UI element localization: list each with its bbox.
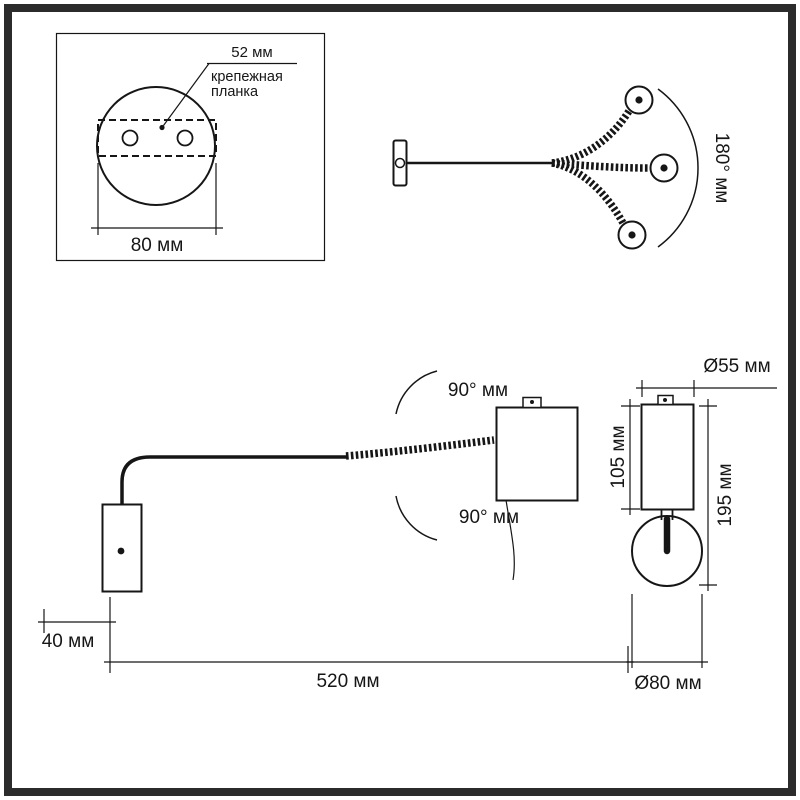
flex-arm-down	[551, 159, 627, 225]
tilt-arc-down	[395, 495, 438, 541]
arm-tube	[120, 455, 348, 504]
arm-flex-coil	[345, 436, 495, 460]
bracket-note-line2: планка	[211, 84, 259, 100]
shade-diameter-label: Ø80 мм	[634, 673, 701, 694]
head-switch-dot	[117, 547, 125, 555]
front-view: Ø55 мм 105 мм 195 мм Ø80 мм	[608, 356, 777, 694]
rotation-range-label: 180° мм	[711, 133, 732, 204]
plate-box	[55, 32, 326, 262]
head-depth-label: 40 мм	[42, 631, 95, 652]
body-side	[495, 406, 579, 502]
leader-line	[163, 63, 210, 126]
hole-spacing-label: 52 мм	[231, 44, 272, 61]
body-switch-dot	[530, 400, 534, 404]
side-view: 90° мм 90° мм 40 мм 520 мм	[38, 370, 634, 692]
lamp-head-down-dot	[628, 231, 636, 239]
wall-bracket	[392, 139, 408, 187]
mount-hole-right	[176, 129, 194, 147]
bracket-hole	[394, 157, 406, 169]
plate-circle	[96, 86, 216, 206]
plate-width-label: 80 мм	[131, 235, 184, 256]
page-frame	[4, 4, 796, 796]
tilt-arc-up	[395, 370, 438, 415]
body-height-label: 105 мм	[608, 425, 629, 488]
tilt-up-label: 90° мм	[448, 380, 508, 401]
bracket-note-line1: крепежная	[211, 69, 283, 85]
mount-plate-view: 52 мм крепежная планка 80 мм	[55, 32, 326, 262]
lamp-head-mid	[649, 153, 679, 183]
plate-center-dot	[159, 124, 165, 131]
tilt-down-label: 90° мм	[459, 507, 519, 528]
switch-nub-dot	[663, 398, 667, 402]
bracket-dashed-outline	[97, 119, 217, 157]
body-front	[640, 403, 695, 511]
body-diameter-label: Ø55 мм	[703, 356, 770, 377]
lamp-head-side	[101, 503, 143, 593]
flex-arm-up	[551, 108, 633, 167]
lamp-head-up-dot	[635, 96, 643, 104]
arm-length-label: 520 мм	[316, 671, 379, 692]
power-cord	[505, 499, 515, 581]
lamp-head-mid-dot	[660, 164, 668, 172]
lamp-head-down	[617, 220, 647, 250]
lamp-head-up	[624, 85, 654, 115]
rotation-arc	[657, 88, 699, 248]
mount-hole-left	[121, 129, 139, 147]
overall-height-label: 195 мм	[715, 463, 736, 526]
rotation-view: 180° мм	[392, 85, 732, 250]
